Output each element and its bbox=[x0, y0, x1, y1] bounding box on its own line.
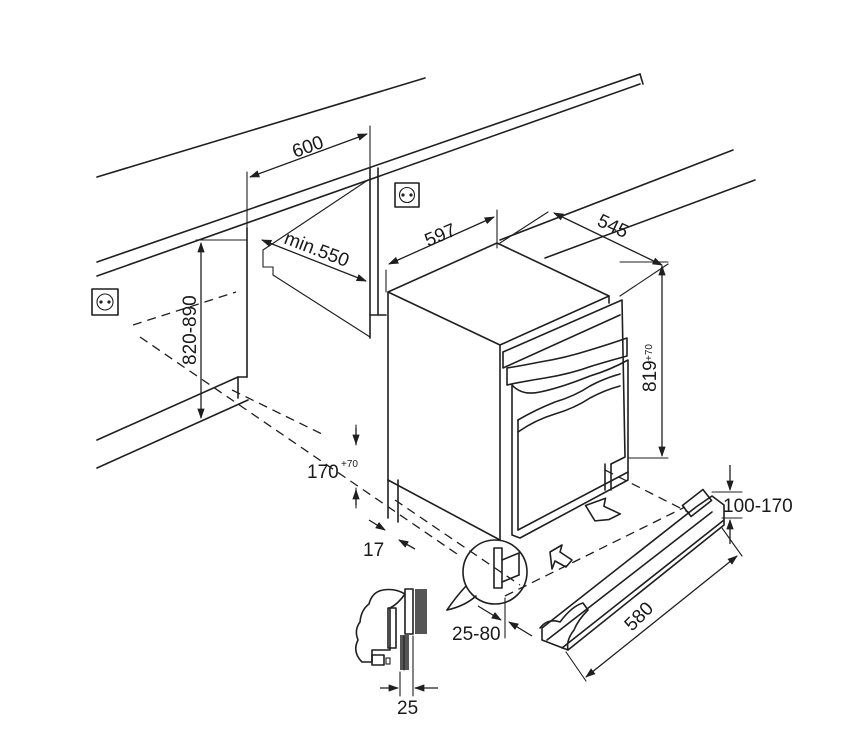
airflow-arrow-icon bbox=[584, 497, 622, 522]
appliance-body bbox=[387, 242, 626, 541]
dimension-detail-gap: 25 bbox=[380, 635, 438, 719]
label-plinth-depth: 170 bbox=[307, 462, 339, 483]
door-panel-section bbox=[415, 589, 427, 634]
socket-icon bbox=[394, 182, 420, 208]
label-niche-depth: min.550 bbox=[281, 228, 352, 272]
label-appliance-width: 597 bbox=[422, 220, 459, 252]
niche bbox=[262, 167, 387, 339]
left-cabinet bbox=[96, 227, 249, 469]
appliance-door bbox=[506, 337, 629, 539]
floor-lines bbox=[132, 291, 691, 597]
dimension-niche-height: 820-890 bbox=[180, 239, 248, 420]
label-appliance-height-tolerance: +70 bbox=[644, 344, 655, 361]
dimension-plinth-height: 100-170 bbox=[711, 465, 793, 544]
label-vent-gap: 25-80 bbox=[452, 624, 501, 645]
dimension-appliance-height: 819 +70 bbox=[619, 261, 669, 459]
socket-icon bbox=[91, 288, 119, 316]
dimension-appliance-depth: 545 bbox=[499, 210, 669, 297]
dimension-door-offset: 17 bbox=[363, 519, 416, 561]
detail-callout bbox=[446, 539, 528, 611]
dimension-plinth-depth: 170 +70 bbox=[307, 424, 360, 509]
airflow-arrow-icon bbox=[549, 544, 573, 570]
dimension-niche-depth: min.550 bbox=[261, 228, 367, 282]
dimension-vent-gap: 25-80 bbox=[452, 597, 533, 645]
dimension-cabinet-width: 600 bbox=[246, 125, 371, 229]
rear-edges bbox=[499, 149, 756, 259]
detail-view bbox=[354, 588, 427, 671]
label-door-offset: 17 bbox=[363, 540, 384, 561]
label-appliance-height: 819 bbox=[640, 360, 661, 392]
label-plinth-depth-tolerance: +70 bbox=[341, 459, 358, 470]
label-detail-gap: 25 bbox=[397, 698, 418, 719]
label-plinth-height: 100-170 bbox=[723, 496, 793, 517]
label-niche-height: 820-890 bbox=[180, 295, 201, 365]
label-cabinet-width: 600 bbox=[290, 132, 327, 163]
